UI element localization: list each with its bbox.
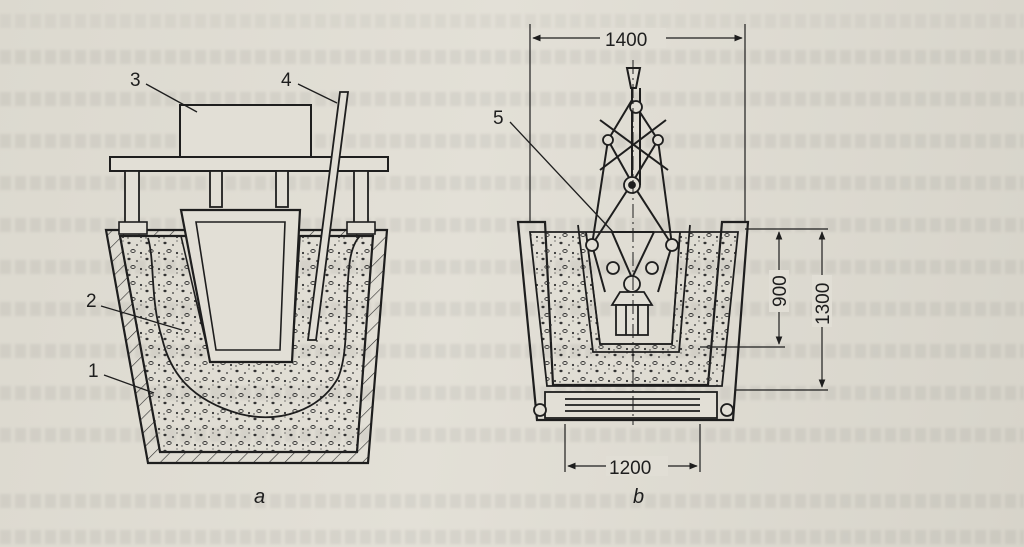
rim-clamps: [118, 221, 376, 235]
crucible-inner: [195, 221, 286, 351]
callout-4: 4: [281, 70, 292, 91]
gripper-joints: [585, 100, 679, 293]
vibrator-box: [179, 104, 312, 158]
dimension-900: 900: [770, 275, 791, 307]
rod: [306, 91, 350, 341]
leader-line-5: [509, 121, 614, 233]
platform: [109, 156, 389, 172]
inner-wall: [577, 224, 691, 353]
ghost-line: [0, 530, 1024, 544]
callout-5: 5: [493, 108, 504, 129]
pivot-bottom-left: [533, 403, 547, 417]
dim-label-bg: [812, 275, 832, 327]
callout-1: 1: [88, 361, 99, 382]
base-plates: [544, 391, 718, 419]
inner-wall-2: [585, 231, 681, 345]
callout-2: 2: [86, 291, 97, 312]
worn-lining-edge: [147, 235, 361, 419]
leader-lines: [100, 83, 338, 394]
callout-3: 3: [130, 70, 141, 91]
dim-label-bg: [600, 28, 666, 48]
ghost-line: [0, 50, 1024, 64]
ghost-line: [0, 92, 1024, 106]
crucible-pattern: [179, 208, 302, 364]
dimension-1400: 1400: [605, 30, 647, 51]
figure-b: [509, 24, 828, 472]
ghost-line: [0, 14, 1024, 28]
figure-b-label: b: [633, 486, 644, 508]
ghost-line: [0, 176, 1024, 190]
pivot-bottom-right: [720, 403, 734, 417]
gripper-shoe: [610, 291, 654, 336]
figure-a: [100, 83, 389, 465]
dimension-1300: 1300: [813, 283, 834, 325]
dim-label-bg: [606, 456, 668, 476]
ghost-line: [0, 494, 1024, 508]
dim-label-bg: [769, 270, 789, 312]
dimension-1200: 1200: [609, 458, 651, 479]
figure-a-label: a: [254, 486, 265, 508]
